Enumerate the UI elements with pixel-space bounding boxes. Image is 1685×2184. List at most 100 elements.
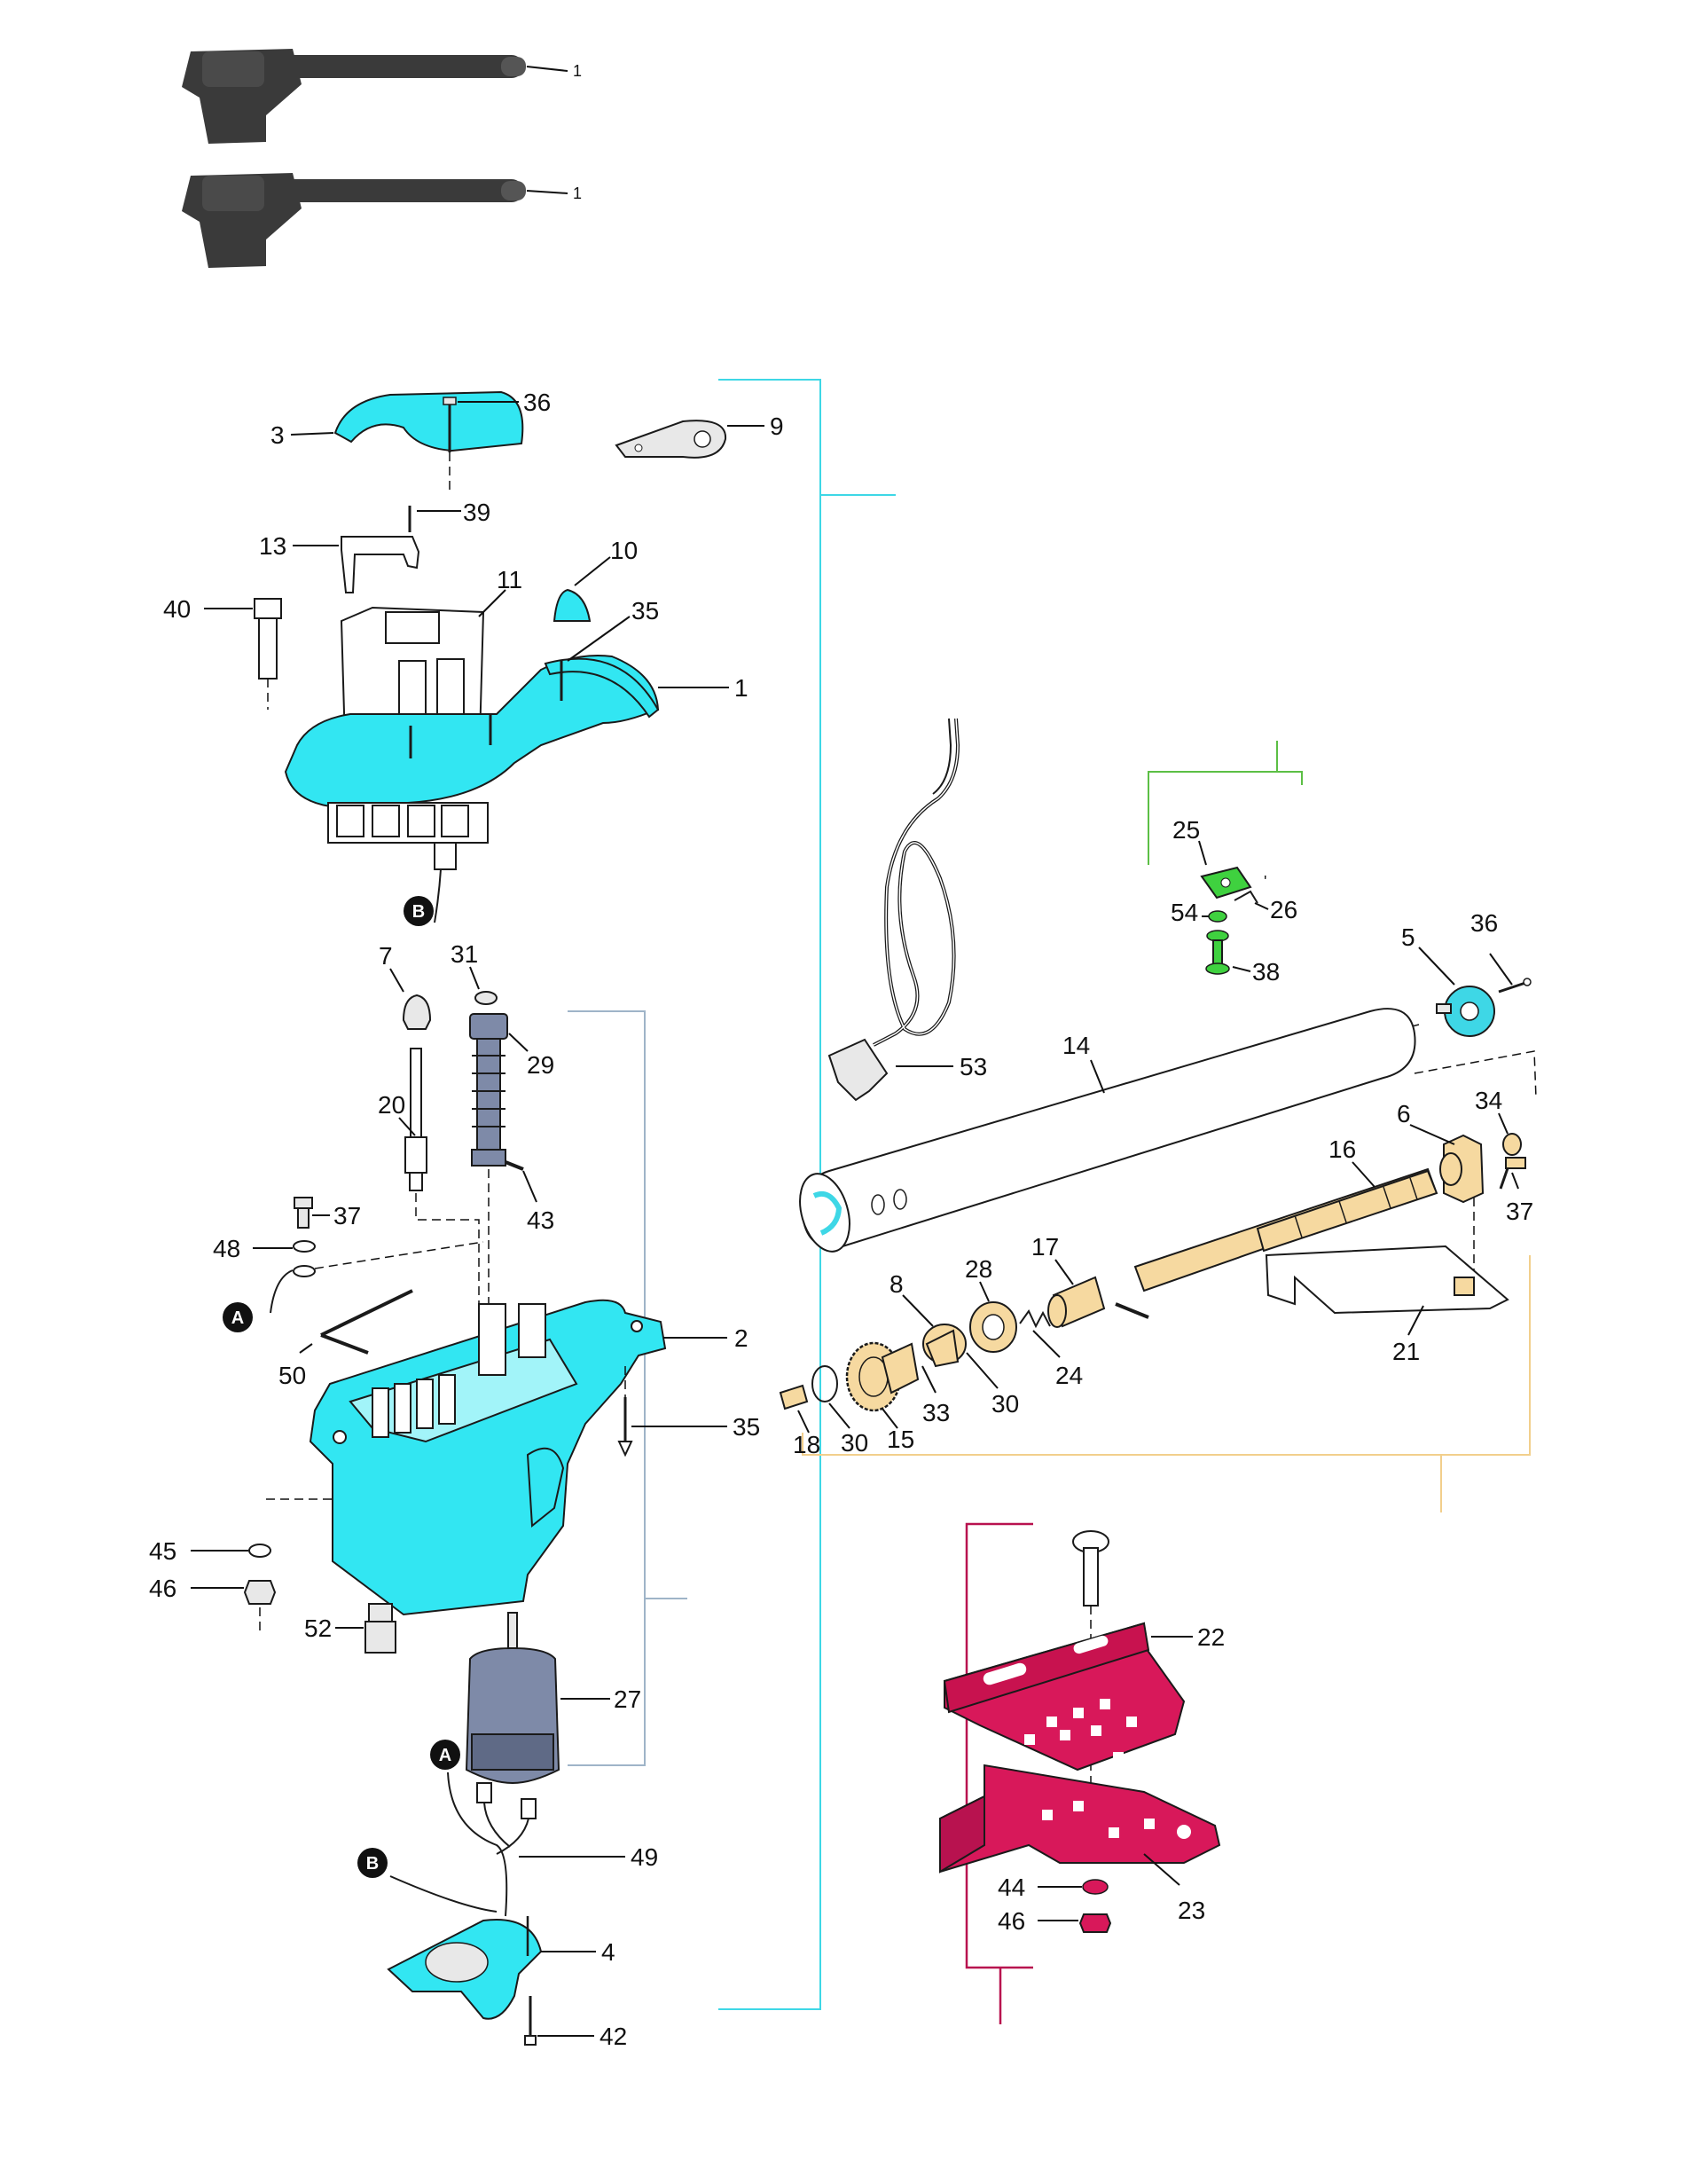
cap-part-10: 10 [553,537,638,622]
part-label-16: 16 [1328,1135,1356,1163]
part-label-11: 11 [497,566,522,593]
part-label-52: 52 [304,1614,332,1642]
part-label-1-housing: 1 [734,674,748,702]
part-label-50: 50 [278,1362,306,1389]
part-label-2: 2 [734,1324,748,1352]
part-label-27: 27 [614,1685,641,1713]
washer-part-48: 48 [213,1235,316,1277]
pin-part-43: 43 [505,1160,554,1234]
connector-badge-b-top: B [404,896,434,926]
part-label-39: 39 [463,499,490,526]
motor-group-bracket [568,1010,687,1766]
part-label-44: 44 [998,1874,1025,1901]
part-label-46-right: 46 [998,1907,1025,1935]
part-label-53: 53 [960,1053,987,1080]
part-label-36-cover: 36 [523,389,551,416]
pin-part-18: 18 [779,1384,820,1458]
spring-part-24: 24 [1019,1309,1083,1389]
screw-part-38: 38 [1205,930,1280,986]
gear-part-8: 8 [890,1270,967,1368]
lower-housing-part-2: 2 [309,1299,748,1616]
part-label-8: 8 [890,1270,904,1298]
part-label-42: 42 [600,2023,627,2050]
part-label-24: 24 [1055,1362,1083,1389]
part-label-30-right: 30 [991,1390,1019,1418]
coupling-part-17: 17 [1031,1233,1149,1328]
connector-cover-part-13: 13 [259,532,420,593]
part-label-1-top: 1 [573,62,582,80]
part-label-45: 45 [149,1537,176,1565]
gasket-part-26: 26 ' [1234,873,1297,923]
part-label-1-second: 1 [573,185,582,202]
washer-part-44: 44 [998,1874,1109,1901]
part-label-38: 38 [1252,958,1280,986]
knob-part-7: 7 [379,942,432,1030]
part-label-9: 9 [770,412,784,440]
part-label-5: 5 [1401,923,1415,951]
lead-screw-part-16: 16 [1133,1135,1438,1292]
part-label-25: 25 [1172,816,1200,844]
nut-part-46-right: 46 [998,1907,1112,1935]
part-label-4: 4 [601,1938,615,1966]
bottom-cover-part-4: 4 [387,1916,615,2020]
part-label-48: 48 [213,1235,240,1262]
screw-part-36-end: 36 [1470,909,1532,994]
power-cable-part-53: 53 [827,718,987,1102]
tan-group-bracket [802,1255,1531,1512]
part-label-3: 3 [270,421,285,449]
part-label-36-end: 36 [1470,909,1498,937]
screw-part-35-lower: 35 [617,1366,760,1457]
part-label-34: 34 [1475,1087,1502,1114]
part-label-15: 15 [887,1426,914,1453]
part-label-17: 17 [1031,1233,1059,1261]
limit-switch-plate-part-25: 25 [1172,816,1252,900]
washer-part-54: 54 [1171,899,1227,926]
connector-badge-b-bottom: B [357,1848,388,1878]
part-label-18: 18 [793,1431,820,1458]
part-label-21: 21 [1392,1338,1420,1365]
screw-part-42: 42 [524,1996,627,2050]
tick-mark-26: ' [1264,873,1266,891]
part-label-7: 7 [379,942,393,970]
part-label-28: 28 [965,1255,992,1283]
bolt-part-40: 40 [163,595,282,710]
bracket-part-22: 22 [943,1622,1225,1772]
top-cover-part-3: 3 [270,390,524,452]
part-label-33: 33 [922,1399,950,1426]
magenta-group-bracket [965,1522,1033,2024]
release-key-part-9: 9 [615,412,784,459]
upper-housing-part-1: 1 [284,655,748,844]
part-label-37-left: 37 [333,1202,361,1229]
part-label-22: 22 [1197,1623,1225,1651]
part-label-54: 54 [1171,899,1198,926]
circlip-part-30-left: 30 [811,1365,868,1457]
cable-gland-part-52: 52 [304,1603,396,1654]
part-label-46-left: 46 [149,1575,176,1602]
gear-part-15: 15 [845,1341,920,1453]
part-label-40: 40 [163,595,191,623]
spring-part-29: 29 [469,1013,554,1167]
part-label-31: 31 [451,940,478,968]
bolt-part-22-top [1072,1530,1109,1801]
motor-part-27: 27 [465,1612,641,1785]
washer-part-31: 31 [451,940,498,1005]
alignment-dash-washer [314,1241,484,1269]
svg-text:B: B [366,1854,379,1874]
alignment-dash-nut-box [1414,1050,1537,1099]
connector-badge-a-left: A [223,1302,253,1332]
green-group-bracket [1148,741,1303,865]
part-label-30-left: 30 [841,1429,868,1457]
screw-part-37-right: 37 [1499,1157,1533,1225]
bushing-part-34: 34 [1475,1087,1522,1156]
part-label-10: 10 [610,537,638,564]
part-label-20: 20 [378,1091,405,1119]
part-label-26: 26 [1270,896,1297,923]
svg-text:A: A [231,1308,244,1328]
wire-connector-b [434,842,457,923]
part-label-14: 14 [1062,1032,1090,1059]
part-label-13: 13 [259,532,286,560]
bracket-part-23: 23 [939,1764,1221,1924]
screw-part-39: 39 [408,499,490,532]
part-label-37-right: 37 [1506,1198,1533,1225]
